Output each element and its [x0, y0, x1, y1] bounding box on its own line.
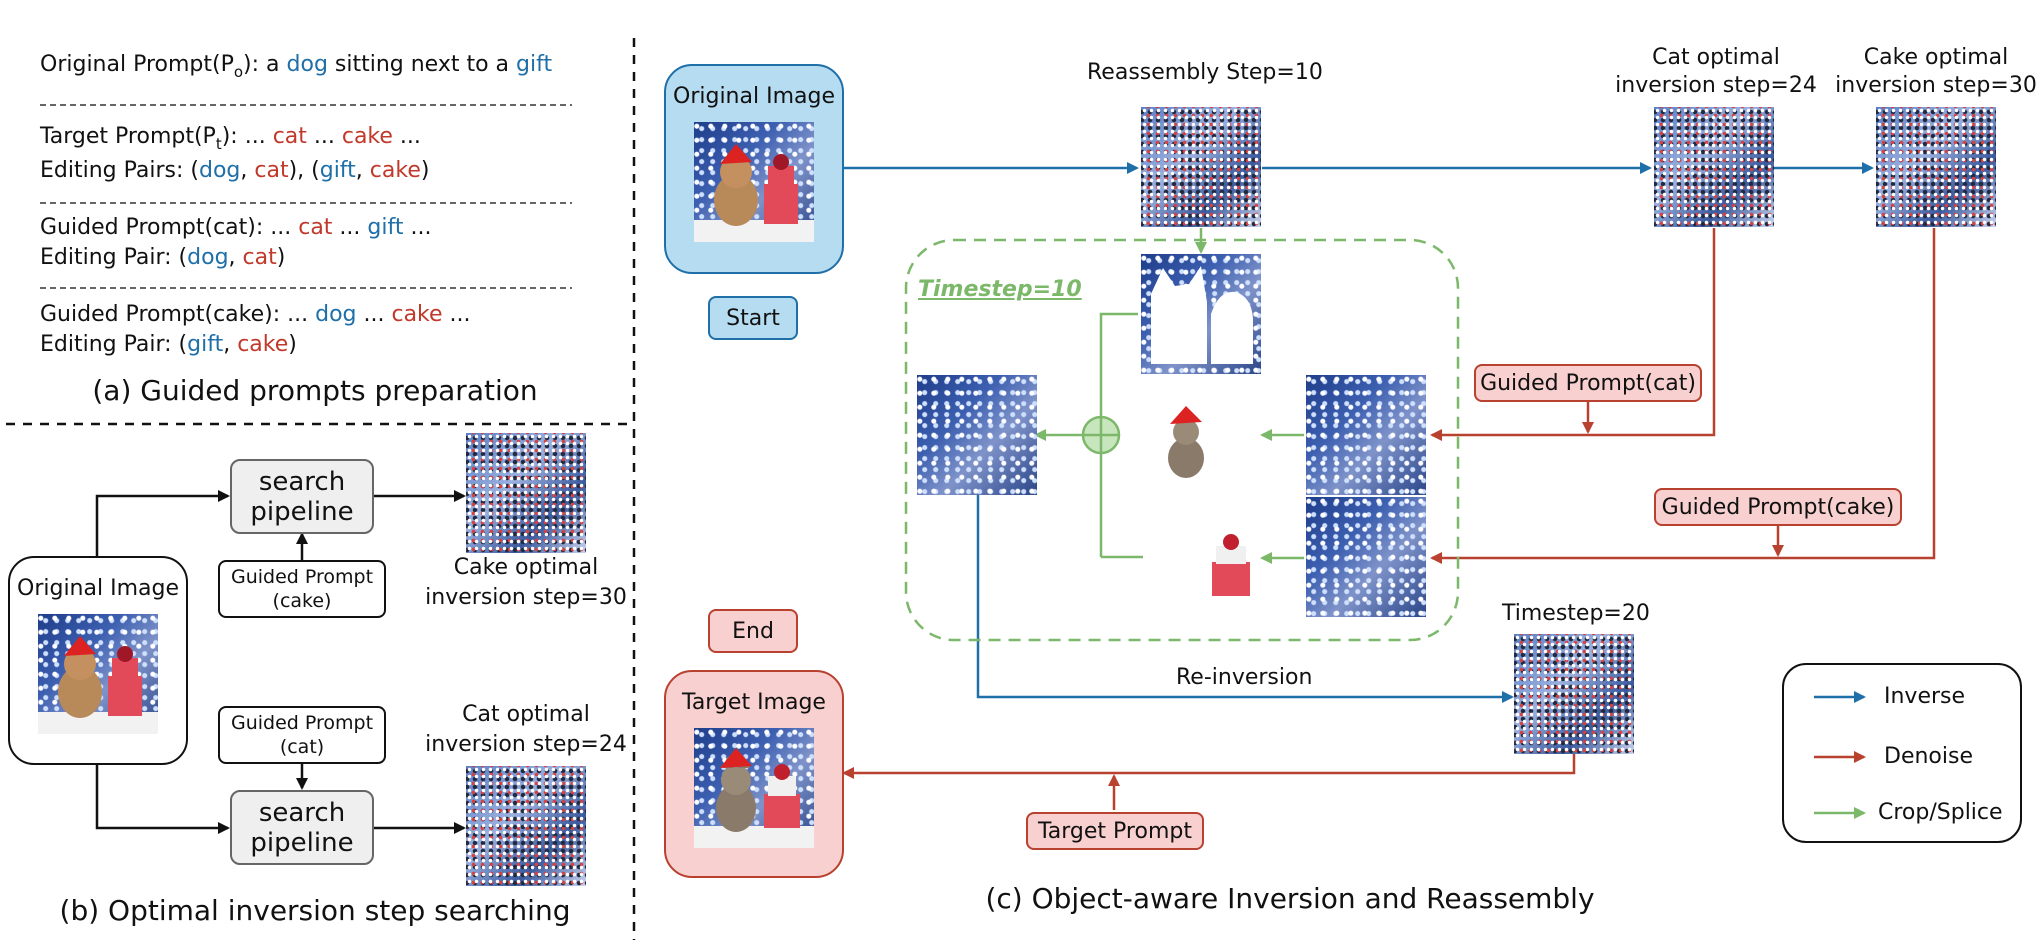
cat-cake-icon — [694, 748, 814, 848]
search-pipeline-bottom: search pipeline — [230, 790, 374, 865]
original-image-thumb-b — [38, 614, 158, 734]
guided-prompt-cat-box: Guided Prompt (cat) — [218, 706, 386, 764]
legend-denoise-label: Denoise — [1884, 744, 1973, 769]
mask-silhouette-icon — [1151, 266, 1253, 364]
cake-step-thumb — [1876, 107, 1996, 227]
legend-box — [1782, 663, 2022, 843]
end-badge: End — [708, 609, 798, 653]
dog-gift-icon — [38, 636, 158, 734]
cat-inverted-thumb-b — [466, 766, 586, 886]
caption-a: (a) Guided prompts preparation — [92, 374, 538, 407]
panel-b-arrows — [95, 490, 466, 834]
original-image-thumb-c — [694, 122, 814, 242]
cat-step-thumb — [1654, 107, 1774, 227]
cake-denoised-thumb — [1306, 497, 1426, 617]
caption-b: (b) Optimal inversion step searching — [59, 894, 571, 927]
cake-crop — [1206, 532, 1256, 598]
original-image-box-c: Original Image — [664, 64, 844, 274]
cake-inverted-thumb-b — [466, 433, 586, 553]
editing-pair-cat-line: Editing Pair: (dog, cat) — [40, 245, 286, 270]
guided-prompt-cake-pill: Guided Prompt(cake) — [1654, 488, 1902, 526]
legend-inverse-label: Inverse — [1884, 684, 1966, 709]
cat-denoised-thumb — [1306, 375, 1426, 495]
cake-step-label-b: Cake optimal inversion step=30 — [425, 555, 627, 610]
original-prompt-line: Original Prompt(Po): a dog sitting next … — [40, 52, 553, 81]
cake-step-label-c: Cake optimal inversion step=30 — [1835, 45, 2037, 98]
reassembly-thumb — [1141, 107, 1261, 227]
cat-step-label-c: Cat optimal inversion step=24 — [1615, 45, 1817, 98]
search-pipeline-top: search pipeline — [230, 459, 374, 534]
original-image-box-b: Original Image — [8, 556, 188, 765]
guided-prompt-cat-line: Guided Prompt(cat): ... cat ... gift ... — [40, 215, 432, 240]
dog-gift-icon — [694, 144, 814, 242]
start-badge: Start — [708, 296, 798, 340]
target-image-box: Target Image — [664, 670, 844, 878]
timestep-region — [904, 238, 1460, 642]
inverse-arrows — [844, 162, 1874, 703]
spliced-thumb — [917, 375, 1037, 495]
legend-crop-label: Crop/Splice — [1878, 800, 2003, 825]
guided-prompt-cat-pill: Guided Prompt(cat) — [1474, 364, 1702, 402]
reinversion-label: Re-inversion — [1176, 665, 1313, 690]
caption-c: (c) Object-aware Inversion and Reassembl… — [985, 882, 1595, 915]
guided-prompt-cake-line: Guided Prompt(cake): ... dog ... cake ..… — [40, 302, 471, 327]
cat-crop-icon — [1168, 406, 1204, 478]
denoise-arrows — [842, 228, 1936, 810]
target-image-thumb — [694, 728, 814, 848]
target-image-label: Target Image — [682, 690, 826, 715]
cake-crop-icon — [1212, 534, 1250, 596]
target-prompt-line: Target Prompt(Pt): ... cat ... cake ... — [40, 124, 421, 153]
mask-thumb — [1141, 254, 1261, 374]
original-image-label-b: Original Image — [17, 576, 179, 601]
timestep10-label: Timestep=10 — [918, 277, 1082, 302]
cat-step-label-b: Cat optimal inversion step=24 — [425, 702, 627, 757]
crop-arrows — [1034, 228, 1304, 564]
guided-prompt-cake-box: Guided Prompt (cake) — [218, 560, 386, 618]
timestep20-thumb — [1514, 634, 1634, 754]
timestep20-label: Timestep=20 — [1502, 601, 1650, 626]
reassembly-step-label: Reassembly Step=10 — [1087, 60, 1323, 85]
original-image-label-c: Original Image — [673, 84, 835, 109]
editing-pair-cake-line: Editing Pair: (gift, cake) — [40, 332, 297, 357]
target-prompt-pill: Target Prompt — [1026, 812, 1204, 850]
editing-pairs-line: Editing Pairs: (dog, cat), (gift, cake) — [40, 158, 430, 183]
cat-crop — [1156, 404, 1216, 480]
